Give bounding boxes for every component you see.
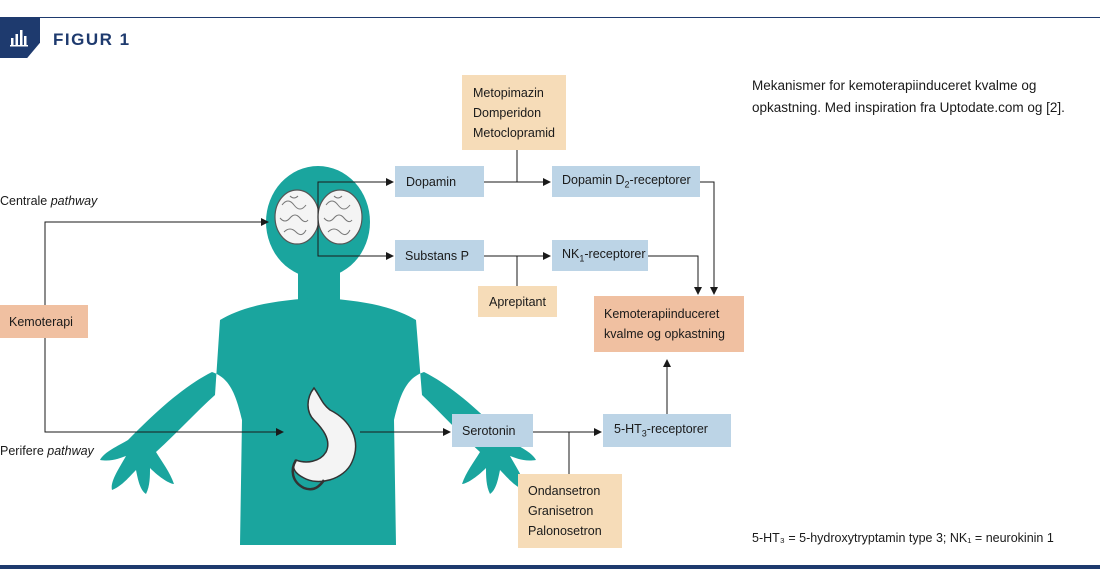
aprepitant-box: Aprepitant <box>478 286 557 317</box>
stomach-icon <box>291 386 357 491</box>
peripheral-pathway-label: Perifere pathway <box>0 444 94 458</box>
drug-aprepitant: Aprepitant <box>489 294 546 309</box>
bottom-rule <box>0 565 1100 569</box>
drug-metoclopramid: Metoclopramid <box>473 125 555 140</box>
bar-chart-icon <box>10 30 28 47</box>
drug-metopimazin: Metopimazin <box>473 85 544 100</box>
ht3-antagonists-box: Ondansetron Granisetron Palonosetron <box>518 474 622 548</box>
d2-receptor-label: Dopamin D2-receptorer <box>562 173 691 190</box>
kemoterapi-label: Kemoterapi <box>9 314 73 329</box>
ht3-receptor-box: 5-HT3-receptorer <box>603 414 731 447</box>
serotonin-label: Serotonin <box>462 423 516 438</box>
substans-p-box: Substans P <box>395 240 484 271</box>
d2-receptor-box: Dopamin D2-receptorer <box>552 166 700 197</box>
serotonin-box: Serotonin <box>452 414 533 447</box>
ht3-receptor-label: 5-HT3-receptorer <box>614 422 708 439</box>
drug-ondansetron: Ondansetron <box>528 484 601 498</box>
dopamine-antagonists-box: Metopimazin Domperidon Metoclopramid <box>462 75 566 150</box>
substans-p-label: Substans P <box>405 248 469 263</box>
drug-domperidon: Domperidon <box>473 105 542 120</box>
nk1-receptor-label: NK1-receptorer <box>562 247 646 264</box>
abbreviation-footnote: 5-HT₃ = 5-hydroxytryptamin type 3; NK₁ =… <box>752 531 1054 545</box>
top-rule <box>0 17 1100 18</box>
nk1-receptor-box: NK1-receptorer <box>552 240 648 271</box>
dopamin-label: Dopamin <box>406 174 457 189</box>
central-pathway-label: Centrale pathway <box>0 194 98 208</box>
dopamin-box: Dopamin <box>395 166 484 197</box>
drug-palonosetron: Palonosetron <box>528 524 602 538</box>
brain-icon <box>274 189 363 245</box>
outcome-line-1: Kemoterapiinduceret <box>604 307 720 321</box>
drug-granisetron: Granisetron <box>528 504 594 518</box>
figure-caption: Mekanismer for kemoterapiinduceret kvalm… <box>752 78 1065 115</box>
kemoterapi-box: Kemoterapi <box>0 305 88 338</box>
outcome-box: Kemoterapiinduceret kvalme og opkastning <box>594 296 744 352</box>
figure-label: FIGUR 1 <box>53 30 131 49</box>
outcome-line-2: kvalme og opkastning <box>604 327 725 341</box>
